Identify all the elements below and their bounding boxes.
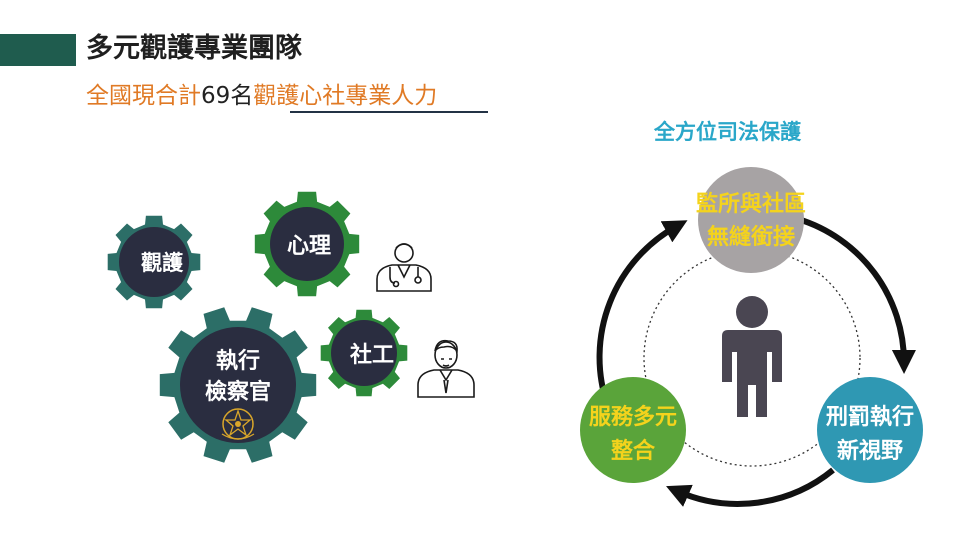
cycle-node-right: 刑罰執行 新視野 (817, 377, 923, 483)
subtitle-part1: 全國現合計 (86, 83, 201, 109)
cycle-dotted-ring (643, 249, 861, 467)
cycle-node-top: 監所與社區 無縫銜接 (696, 167, 806, 273)
subtitle-count: 69名 (201, 83, 254, 109)
page-subtitle: 全國現合計69名觀護心社專業人力 (86, 76, 437, 110)
person-icon (722, 296, 782, 417)
gear-social-work: 社工 (320, 309, 408, 397)
page-title: 多元觀護專業團隊 (86, 33, 302, 64)
cycle-node-left-label-1: 服務多元 (589, 404, 677, 430)
cycle-node-left: 服務多元 整合 (580, 377, 686, 483)
cycle-node-top-label-2: 無縫銜接 (707, 224, 795, 250)
gear-probation-label: 觀護 (141, 251, 184, 275)
subtitle-underline (290, 111, 488, 113)
doctor-icon (376, 243, 432, 292)
gear-prosecutor: 執行 檢察官 (159, 307, 317, 463)
title-accent-bar (0, 34, 76, 66)
protection-title: 全方位司法保護 (654, 120, 801, 144)
cycle-node-right-label-2: 新視野 (837, 438, 903, 464)
cycle-node-right-label-1: 刑罰執行 (826, 404, 914, 430)
cycle-node-left-label-2: 整合 (611, 438, 656, 464)
gear-prosecutor-label-2: 檢察官 (205, 379, 271, 405)
subtitle-part3: 觀護心社專業人力 (253, 83, 438, 109)
gear-social-work-label: 社工 (350, 342, 394, 368)
cycle-node-top-label-1: 監所與社區 (696, 191, 806, 217)
cycle-arrow-icon (596, 216, 916, 507)
emblem-icon (221, 408, 255, 440)
gear-prosecutor-label-1: 執行 (216, 348, 260, 374)
gear-probation: 觀護 (107, 215, 201, 309)
gear-psychology-label: 心理 (287, 234, 331, 259)
gear-psychology: 心理 (254, 191, 360, 297)
social-worker-icon (417, 339, 475, 398)
